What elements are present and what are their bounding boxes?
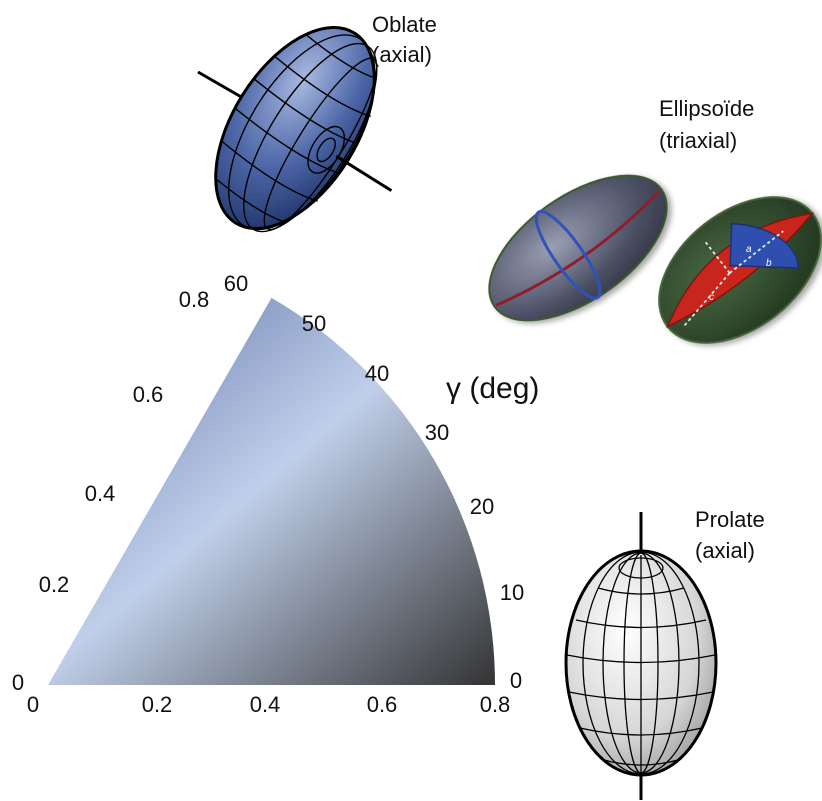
axis-a-dash [704,241,731,274]
triaxial-red-band [495,189,661,307]
triaxial-ellipsoid-solid [488,174,668,322]
gamma-tick-30: 30 [425,420,449,445]
radial-tick-0.4: 0.4 [85,481,116,506]
radial-tick-0.2: 0.2 [39,572,70,597]
inset-letter-a: a [746,244,752,255]
x-axis-ticks: 0 0.2 0.4 0.6 0.8 [27,692,510,717]
oblate-axis-left [197,70,244,100]
triaxial-body [488,174,668,322]
gamma-ticks: 0 10 20 30 40 50 60 [224,271,524,693]
axis-b-dash [729,230,784,274]
gamma-tick-20: 20 [470,494,494,519]
x-tick-0.6: 0.6 [367,692,398,717]
prolate-spheroid [564,512,718,800]
inset-letter-c: c [709,292,714,303]
gamma-tick-50: 50 [302,311,326,336]
oblate-label-line2: (axial) [372,42,432,67]
gamma-tick-40: 40 [365,361,389,386]
gamma-tick-10: 10 [500,580,524,605]
triaxial-ellipsoid-cutaway [658,196,822,344]
radial-ticks: 0 0.2 0.4 0.6 0.8 [12,287,209,695]
prolate-label-line2: (axial) [695,538,755,563]
gamma-tick-0: 0 [510,668,522,693]
x-tick-0.2: 0.2 [142,692,173,717]
wedge-fill [48,297,495,685]
gamma-axis-title: γ (deg) [446,372,539,405]
x-tick-0.8: 0.8 [480,692,511,717]
prolate-grid [566,551,716,775]
oblate-body [214,25,376,231]
inset-letter-b: b [766,258,772,269]
oblate-label-line1: Oblate [372,12,437,37]
x-tick-0.4: 0.4 [250,692,281,717]
x-tick-0: 0 [27,692,39,717]
prolate-label-line1: Prolate [695,507,765,532]
oblate-axis-right [335,154,393,192]
oblate-spheroid [197,25,393,233]
ellipsoid-label-line1: Ellipsoïde [659,96,754,121]
gamma-wedge [48,297,495,685]
gamma-tick-60: 60 [224,271,248,296]
radial-tick-0.6: 0.6 [133,382,164,407]
radial-tick-0: 0 [12,670,24,695]
radial-tick-0.8: 0.8 [179,287,210,312]
ellipsoid-label-line2: (triaxial) [659,128,737,153]
oblate-grid [215,34,378,233]
